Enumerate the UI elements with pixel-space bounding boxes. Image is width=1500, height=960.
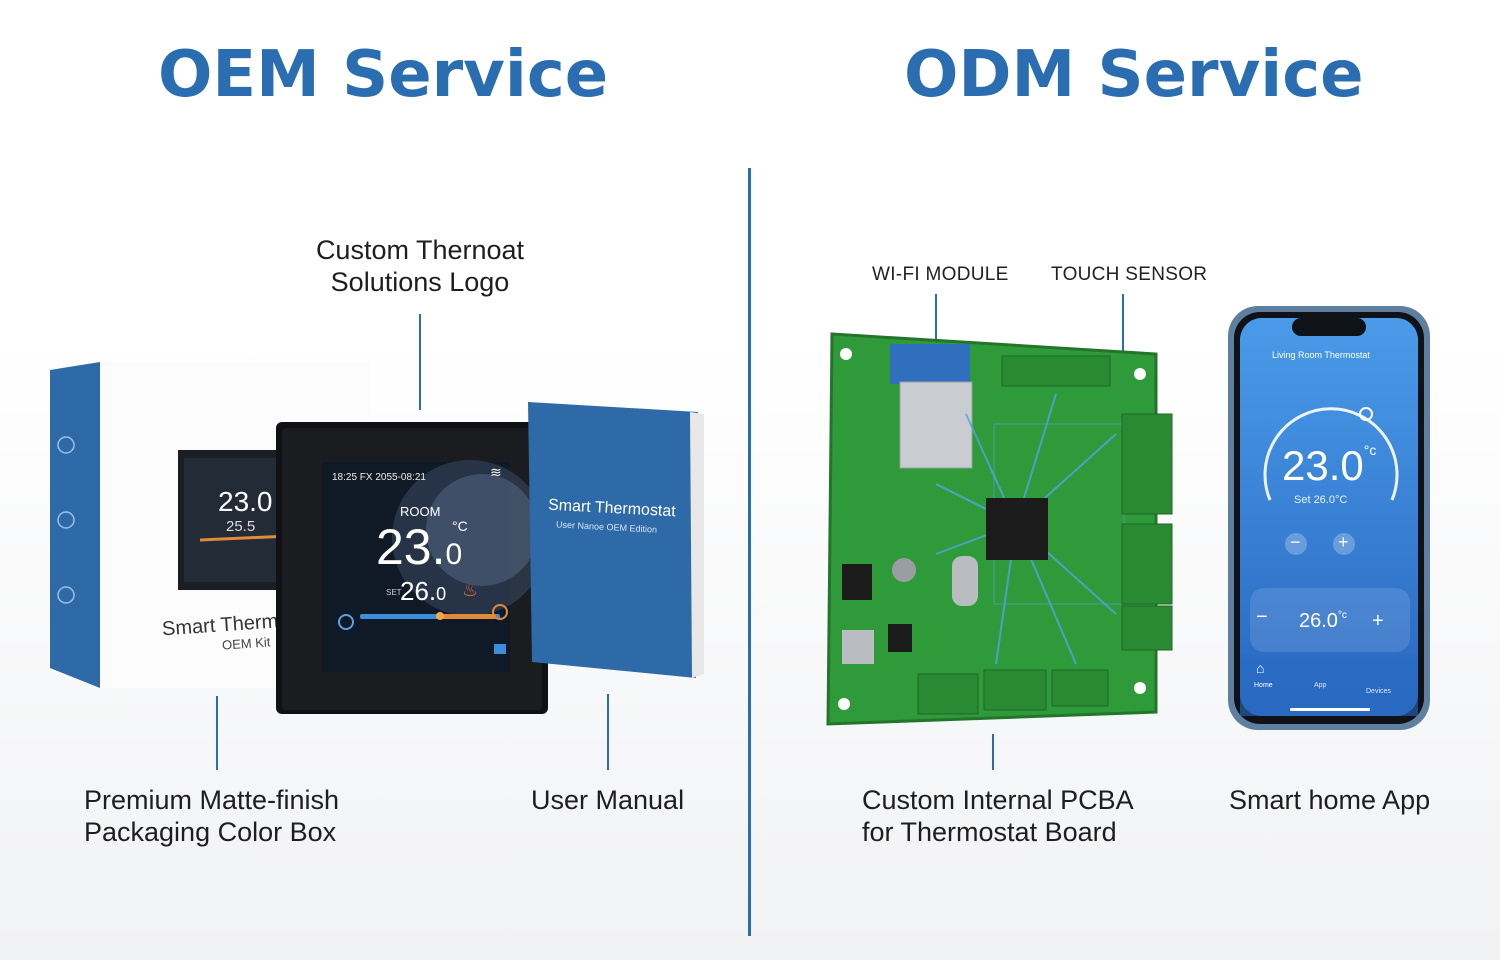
thermostat-device xyxy=(276,422,548,714)
pcba-callout: Custom Internal PCBA for Thermostat Boar… xyxy=(862,784,1134,848)
device-set-label: SET xyxy=(386,588,402,597)
phone-temp: 23.0°c xyxy=(1282,442,1376,490)
phone-temp-value: 23.0 xyxy=(1282,442,1364,489)
user-manual xyxy=(528,402,704,678)
wifi-icon: ≋ xyxy=(490,464,502,480)
device-set-temp-int: 26. xyxy=(400,576,437,606)
device-room-temp: 23.0 xyxy=(376,518,462,576)
packaging-callout-line1: Premium Matte-finish xyxy=(84,785,340,815)
device-set-temp: 26.0 xyxy=(400,576,446,607)
packaging-callout-line2: Packaging Color Box xyxy=(84,817,337,847)
phone-target: 26.0°c xyxy=(1299,610,1347,633)
phone-target-value: 26.0 xyxy=(1299,610,1338,632)
device-room-label: ROOM xyxy=(400,504,441,519)
manual-callout: User Manual xyxy=(531,785,685,815)
phone-minus-button[interactable]: − xyxy=(1290,532,1301,552)
phone-tab-home[interactable]: Home xyxy=(1254,682,1273,689)
section-divider xyxy=(748,168,751,936)
phone-target-unit: °c xyxy=(1337,610,1347,621)
logo-callout-line xyxy=(419,314,421,410)
logo-callout: Custom Thernoat Solutions Logo xyxy=(314,234,526,298)
phone-tab-devices[interactable]: Devices xyxy=(1366,688,1391,695)
home-tab-icon[interactable]: ⌂ xyxy=(1256,660,1265,676)
pcba-callout-line2: for Thermostat Board xyxy=(862,817,1117,847)
device-room-temp-dec: 0 xyxy=(445,538,463,571)
wifi-callout: WI-FI MODULE xyxy=(872,264,1009,285)
phone-target-minus-button[interactable]: − xyxy=(1256,606,1268,628)
phone-set: Set 26.0°C xyxy=(1294,494,1348,506)
device-room-temp-int: 23. xyxy=(376,519,446,575)
smartphone xyxy=(1228,306,1430,730)
box-screen-temp: 23.0 xyxy=(218,486,273,517)
phone-temp-unit: °c xyxy=(1363,442,1377,458)
packaging-callout: Premium Matte-finish Packaging Color Box xyxy=(84,784,339,848)
pcba-callout-line xyxy=(992,734,994,770)
device-set-temp-dec: 0 xyxy=(436,584,447,604)
device-unit: °C xyxy=(452,518,468,534)
logo-callout-line1: Custom Thernoat xyxy=(315,235,525,265)
device-status-line: 18:25 FX 2055-08:21 xyxy=(332,472,426,483)
app-callout: Smart home App xyxy=(1229,785,1431,815)
pcba-callout-line1: Custom Internal PCBA xyxy=(862,785,1134,815)
touch-callout: TOUCH SENSOR xyxy=(1051,264,1208,285)
phone-plus-button[interactable]: + xyxy=(1338,532,1349,552)
oem-title: OEM Service xyxy=(158,38,609,112)
packaging-callout-line xyxy=(216,696,218,770)
logo-callout-line2: Solutions Logo xyxy=(330,267,510,297)
phone-target-plus-button[interactable]: + xyxy=(1372,610,1384,632)
odm-title: ODM Service xyxy=(904,38,1364,112)
phone-tab-app[interactable]: App xyxy=(1314,682,1327,689)
box-screen-set: 25.5 xyxy=(226,518,256,535)
pcb-board xyxy=(826,332,1173,726)
flame-icon: ♨ xyxy=(462,580,479,600)
phone-header: Living Room Thermostat xyxy=(1272,350,1370,360)
manual-callout-line xyxy=(607,694,609,770)
